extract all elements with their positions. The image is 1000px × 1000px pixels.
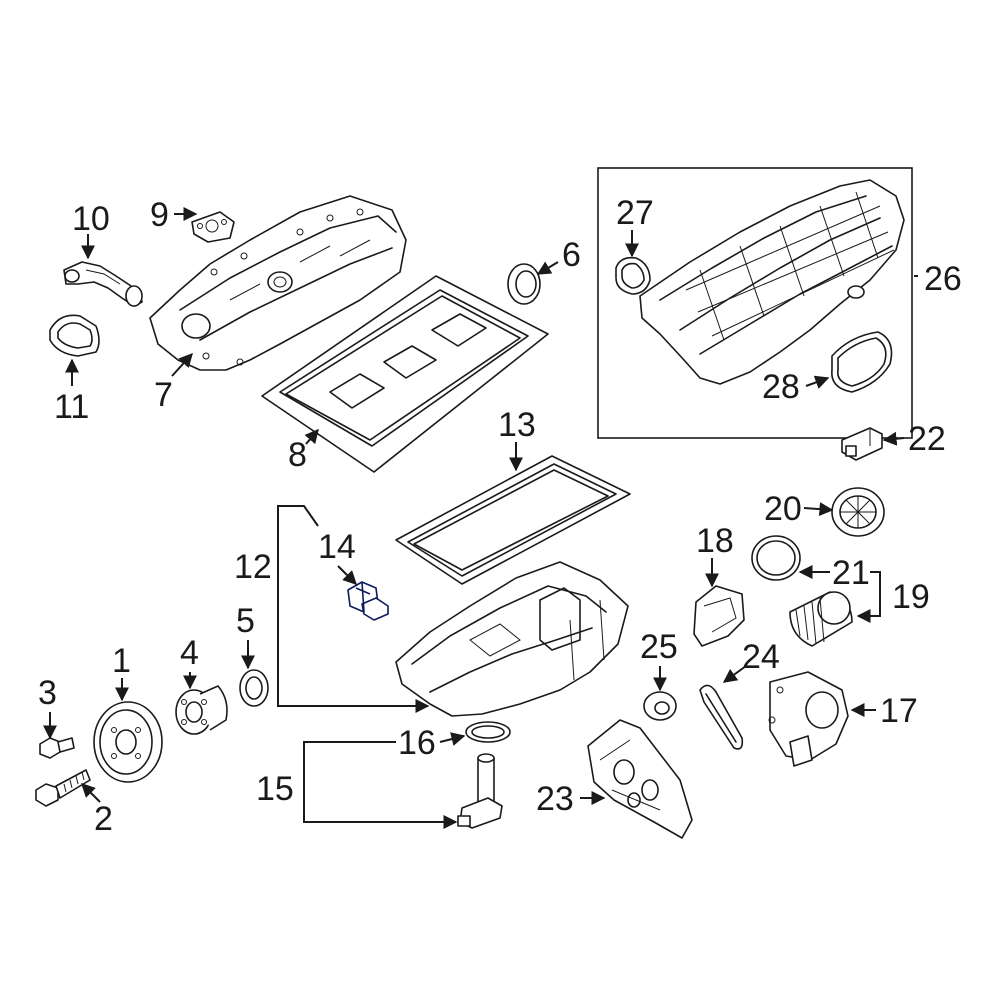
callout-labels: 10 11 9 7 8 6 13 14 12 5 4 1 3 2 16 15 2… — [38, 194, 962, 838]
callout-28: 28 — [762, 368, 800, 406]
callout-19: 19 — [892, 578, 930, 616]
part-14-drain-plug[interactable] — [347, 581, 389, 621]
callout-9: 9 — [150, 196, 169, 234]
part-16-o-ring[interactable] — [465, 721, 511, 743]
callout-23: 23 — [536, 780, 574, 818]
part-2-bolt[interactable] — [35, 769, 91, 807]
part-28-gasket[interactable] — [831, 331, 893, 393]
part-1-pulley[interactable] — [93, 701, 163, 783]
callout-7: 7 — [154, 376, 173, 414]
callout-16: 16 — [398, 724, 436, 762]
part-26-group-box — [597, 167, 913, 439]
callout-14: 14 — [318, 528, 356, 566]
callout-24: 24 — [742, 638, 780, 676]
part-11-seal[interactable] — [49, 314, 100, 357]
callout-21: 21 — [832, 554, 870, 592]
part-5-seal[interactable] — [239, 669, 269, 707]
part-18-shield[interactable] — [693, 585, 745, 647]
part-20-filter-cap[interactable] — [831, 487, 885, 537]
part-25-bushing[interactable] — [643, 691, 677, 721]
callout-2: 2 — [94, 800, 113, 838]
part-27-seal[interactable] — [615, 256, 651, 295]
part-3-bolt[interactable] — [39, 737, 75, 759]
part-8-valve-cover-gasket[interactable] — [261, 275, 549, 473]
part-26-intake-manifold[interactable] — [639, 179, 905, 385]
part-12-oil-pan[interactable] — [395, 561, 629, 717]
part-7-valve-cover[interactable] — [149, 195, 407, 371]
part-6-seal[interactable] — [507, 263, 541, 305]
callout-17: 17 — [880, 692, 918, 730]
callout-8: 8 — [288, 436, 307, 474]
callout-18: 18 — [696, 522, 734, 560]
callout-15: 15 — [256, 770, 294, 808]
part-17-pump[interactable] — [768, 671, 849, 767]
part-10-pcv-hose[interactable] — [63, 261, 143, 307]
callout-4: 4 — [180, 634, 199, 672]
callout-25: 25 — [640, 628, 678, 666]
part-15-oil-level-sensor[interactable] — [457, 753, 503, 829]
part-9-gasket[interactable] — [191, 211, 235, 243]
part-22-sensor[interactable] — [841, 427, 883, 461]
callout-22: 22 — [908, 420, 946, 458]
callout-3: 3 — [38, 674, 57, 712]
callout-1: 1 — [112, 642, 131, 680]
part-15-bracket — [303, 741, 458, 829]
callout-27: 27 — [616, 194, 654, 232]
part-12-bracket — [277, 505, 430, 713]
part-21-o-ring[interactable] — [751, 535, 801, 581]
part-13-oil-pan-gasket[interactable] — [395, 455, 631, 585]
callout-26: 26 — [924, 260, 962, 298]
callout-20: 20 — [764, 490, 802, 528]
callout-6: 6 — [562, 236, 581, 274]
part-19-bracket — [856, 571, 881, 623]
part-4-hub[interactable] — [175, 685, 228, 735]
leader-lines — [43, 207, 918, 805]
part-24-belt[interactable] — [699, 684, 744, 750]
callout-13: 13 — [498, 406, 536, 444]
part-23-housing[interactable] — [587, 719, 693, 839]
callout-11: 11 — [54, 388, 89, 426]
part-19-oil-filter[interactable] — [789, 591, 853, 647]
callout-12: 12 — [234, 548, 272, 586]
callout-5: 5 — [236, 602, 255, 640]
callout-10: 10 — [72, 200, 110, 238]
